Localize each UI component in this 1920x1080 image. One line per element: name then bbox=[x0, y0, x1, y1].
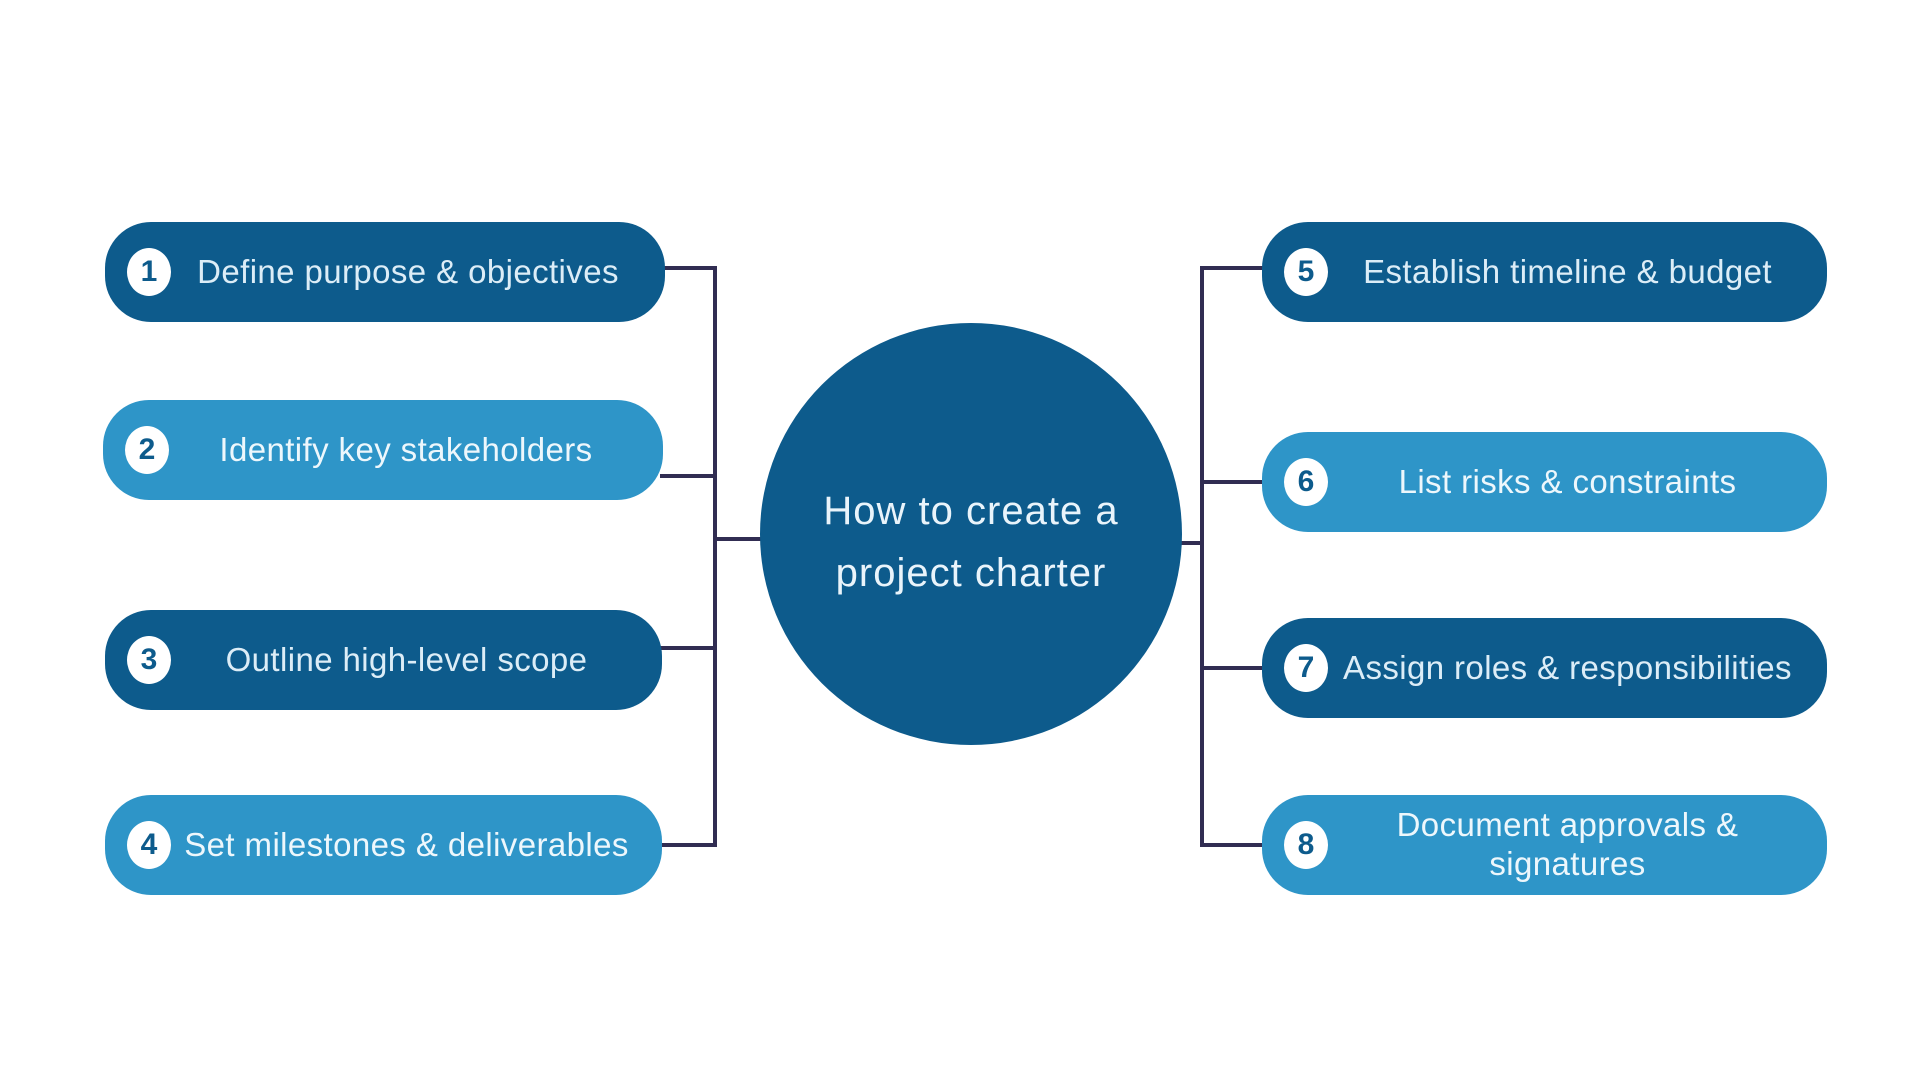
step-label-5: Establish timeline & budget bbox=[1363, 252, 1772, 290]
connector-step-2 bbox=[660, 474, 717, 478]
step-label-1: Define purpose & objectives bbox=[197, 252, 619, 290]
connector-step-3 bbox=[660, 646, 717, 650]
step-number-badge-2: 2 bbox=[125, 426, 169, 474]
step-pill-8: 8 Document approvals & signatures bbox=[1262, 795, 1827, 895]
step-number-badge-4: 4 bbox=[127, 821, 171, 869]
connector-step-6 bbox=[1200, 480, 1264, 484]
connector-circle-right bbox=[1168, 541, 1204, 545]
step-pill-2: 2 Identify key stakeholders bbox=[103, 400, 663, 500]
connector-step-1 bbox=[660, 266, 717, 270]
connector-circle-left bbox=[713, 537, 765, 541]
connector-step-8 bbox=[1200, 843, 1264, 847]
step-label-3: Outline high-level scope bbox=[225, 640, 588, 678]
step-number-badge-3: 3 bbox=[127, 636, 171, 684]
center-topic-circle: How to create a project charter bbox=[760, 323, 1182, 745]
step-number-badge-7: 7 bbox=[1284, 644, 1328, 692]
step-pill-4: 4 Set milestones & deliverables bbox=[105, 795, 662, 895]
connector-step-5 bbox=[1200, 266, 1264, 270]
step-pill-6: 6 List risks & constraints bbox=[1262, 432, 1827, 532]
step-label-4: Set milestones & deliverables bbox=[184, 825, 629, 863]
connector-step-7 bbox=[1200, 666, 1264, 670]
step-label-7: Assign roles & responsibilities bbox=[1343, 648, 1792, 686]
connector-left-trunk bbox=[713, 266, 717, 847]
step-number-badge-5: 5 bbox=[1284, 248, 1328, 296]
step-pill-3: 3 Outline high-level scope bbox=[105, 610, 662, 710]
step-label-2: Identify key stakeholders bbox=[219, 430, 593, 468]
connector-step-4 bbox=[660, 843, 717, 847]
step-pill-5: 5 Establish timeline & budget bbox=[1262, 222, 1827, 322]
step-number-badge-8: 8 bbox=[1284, 821, 1328, 869]
diagram-title-line-2: project charter bbox=[835, 551, 1107, 595]
step-number-badge-6: 6 bbox=[1284, 458, 1328, 506]
step-pill-7: 7 Assign roles & responsibilities bbox=[1262, 618, 1827, 718]
step-pill-1: 1 Define purpose & objectives bbox=[105, 222, 665, 322]
step-label-6: List risks & constraints bbox=[1398, 462, 1737, 500]
step-label-8: Document approvals & signatures bbox=[1396, 806, 1739, 882]
step-number-badge-1: 1 bbox=[127, 248, 171, 296]
diagram-title-line-1: How to create a bbox=[823, 489, 1119, 533]
connector-right-trunk bbox=[1200, 266, 1204, 847]
